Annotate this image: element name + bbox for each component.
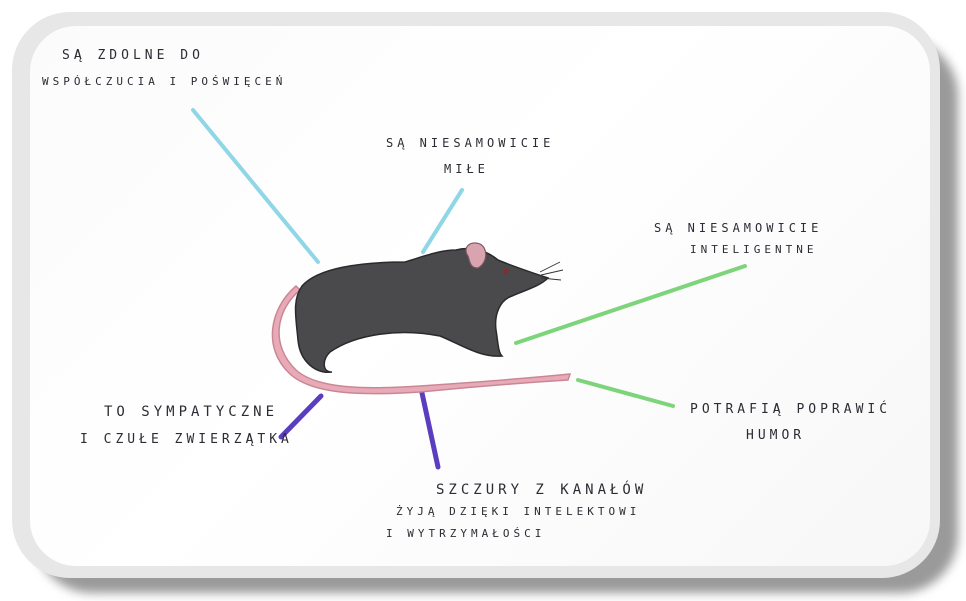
- note-humor-line-1: POTRAFIĄ POPRAWIĆ: [690, 402, 891, 418]
- note-nice: SĄ NIESAMOWICIE MIŁE: [386, 135, 554, 177]
- note-sewer-line-1: SZCZURY Z KANAŁÓW: [436, 482, 647, 498]
- note-sympathetic-line-2: I CZUŁE ZWIERZĄTKA: [80, 432, 293, 448]
- note-nice-line-2: MIŁE: [444, 161, 554, 177]
- connector-line-compassion: [193, 110, 318, 262]
- connector-line-intelligent: [516, 266, 745, 343]
- note-compassion-line-2: WSPÓŁCZUCIA I POŚWIĘCEŃ: [42, 74, 286, 90]
- note-compassion: SĄ ZDOLNE DO WSPÓŁCZUCIA I POŚWIĘCEŃ: [42, 48, 286, 90]
- note-sympathetic-line-1: TO SYMPATYCZNE: [104, 404, 293, 420]
- note-intelligent-line-1: SĄ NIESAMOWICIE: [654, 220, 822, 236]
- note-intelligent: SĄ NIESAMOWICIE INTELIGENTNE: [654, 220, 822, 258]
- rat-body: [296, 248, 549, 372]
- note-sewer-line-2: ŻYJĄ DZIĘKI INTELEKTOWI: [396, 504, 647, 520]
- note-intelligent-line-2: INTELIGENTNE: [690, 242, 822, 258]
- note-humor-line-2: HUMOR: [746, 428, 891, 444]
- connector-line-humor: [578, 380, 673, 406]
- connector-line-nice: [423, 190, 462, 252]
- rat-eye: [503, 268, 508, 273]
- note-nice-line-1: SĄ NIESAMOWICIE: [386, 135, 554, 151]
- note-sympathetic: TO SYMPATYCZNE I CZUŁE ZWIERZĄTKA: [80, 404, 293, 448]
- note-compassion-line-1: SĄ ZDOLNE DO: [62, 48, 286, 64]
- note-humor: POTRAFIĄ POPRAWIĆ HUMOR: [690, 402, 891, 444]
- connector-line-sewer: [422, 393, 438, 467]
- note-sewer: SZCZURY Z KANAŁÓW ŻYJĄ DZIĘKI INTELEKTOW…: [386, 482, 647, 542]
- note-sewer-line-3: I WYTRZYMAŁOŚCI: [386, 526, 647, 542]
